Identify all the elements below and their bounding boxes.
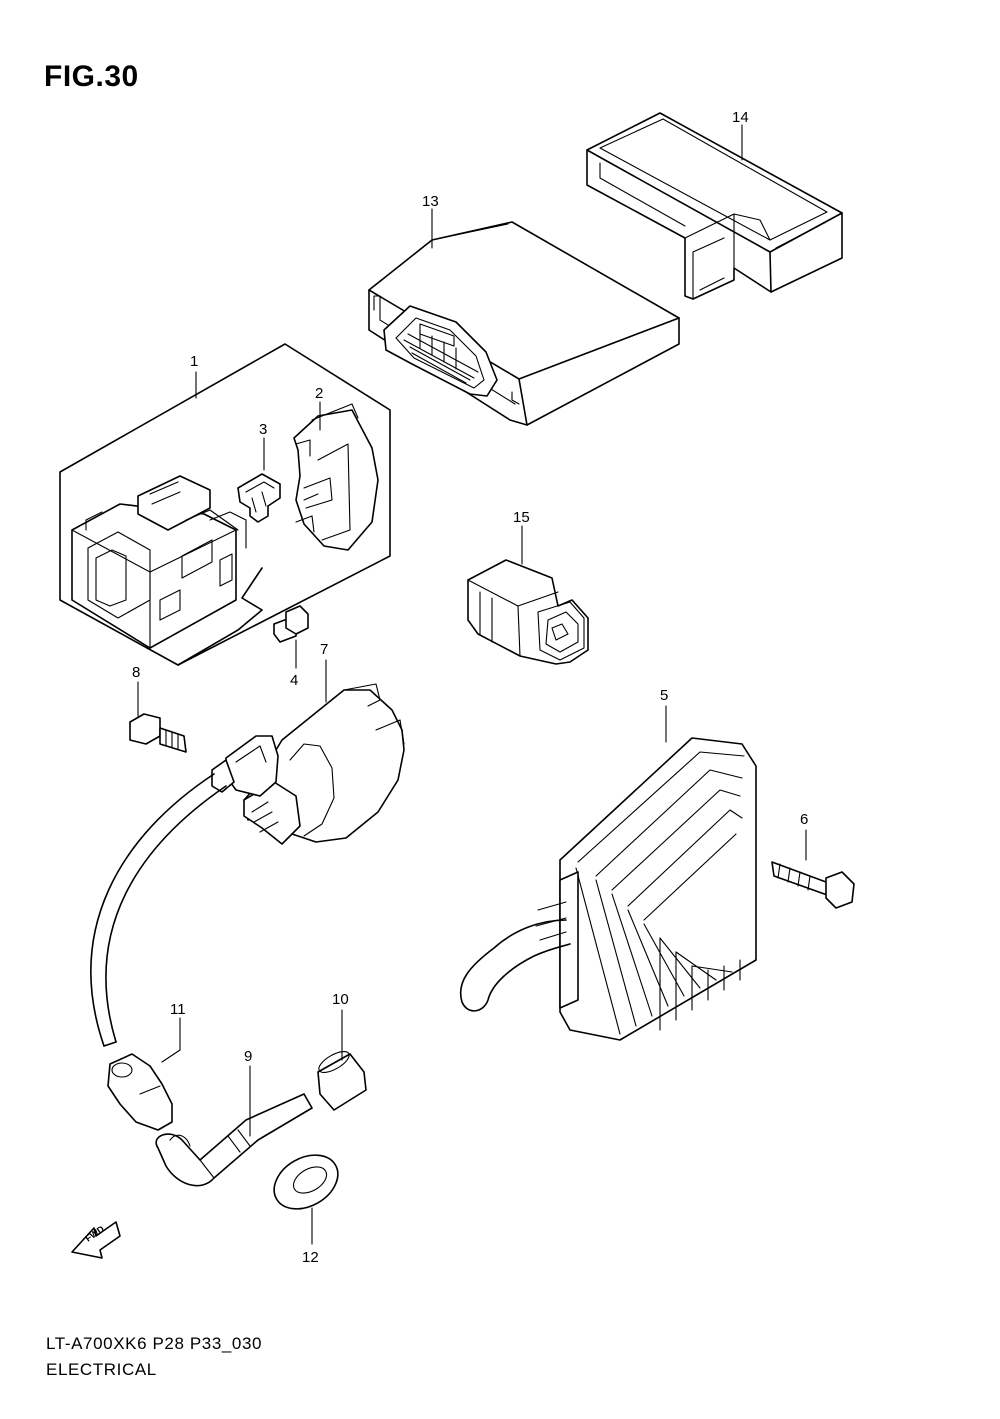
- part-12-grommet[interactable]: [265, 1144, 348, 1220]
- part-13-ecm-unit[interactable]: [368, 221, 680, 426]
- part-15-coupler[interactable]: [467, 559, 589, 665]
- part-2-fuse-holder[interactable]: [293, 403, 379, 551]
- callout-1: 1: [190, 353, 198, 370]
- part-8-bolt[interactable]: [129, 713, 187, 753]
- part-4-bolt[interactable]: [273, 605, 309, 643]
- figure-title: FIG.30: [44, 60, 139, 93]
- callout-12: 12: [302, 1249, 319, 1266]
- part-11-plug-cap[interactable]: [107, 1053, 173, 1131]
- model-code-footer: LT-A700XK6 P28 P33_030: [46, 1334, 263, 1353]
- callout-labels: 1 2 3 4 5 6 7 8 9 10 11 12 13 14 15: [132, 109, 808, 1266]
- callout-8: 8: [132, 664, 140, 681]
- callout-14: 14: [732, 109, 749, 126]
- part-7-ignition-coil[interactable]: [90, 683, 405, 1047]
- callout-9: 9: [244, 1048, 252, 1065]
- part-3-fuse[interactable]: [237, 473, 281, 523]
- part-5-regulator-rectifier[interactable]: [459, 737, 757, 1041]
- callout-6: 6: [800, 811, 808, 828]
- callout-leaders: [137, 124, 807, 1245]
- callout-3: 3: [259, 421, 267, 438]
- callout-13: 13: [422, 193, 439, 210]
- part-9-high-tension-cord[interactable]: [155, 1093, 313, 1187]
- callout-2: 2: [315, 385, 323, 402]
- part-14-ecm-cover[interactable]: [586, 112, 843, 300]
- callout-10: 10: [332, 991, 349, 1008]
- part-6-bolt[interactable]: [771, 861, 855, 909]
- section-name-footer: ELECTRICAL: [46, 1360, 157, 1379]
- callout-5: 5: [660, 687, 668, 704]
- forward-direction-marker: FWD: [71, 1221, 121, 1259]
- callout-7: 7: [320, 641, 328, 658]
- part-1-starter-relay-assembly[interactable]: [59, 343, 391, 666]
- callout-15: 15: [513, 509, 530, 526]
- callout-4: 4: [290, 672, 298, 689]
- callout-11: 11: [170, 1001, 186, 1018]
- part-10-sleeve[interactable]: [316, 1047, 367, 1111]
